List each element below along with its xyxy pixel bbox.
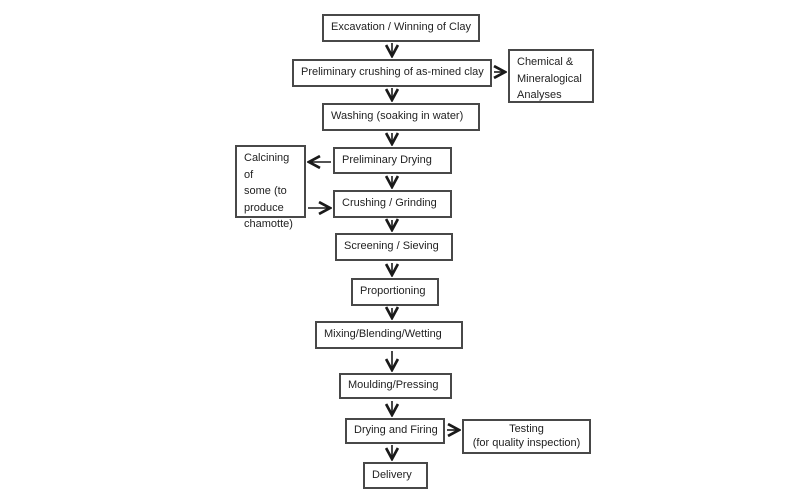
node-delivery: Delivery	[363, 462, 428, 489]
node-mixing: Mixing/Blending/Wetting	[315, 321, 463, 349]
node-drying-firing: Drying and Firing	[345, 418, 445, 444]
node-moulding: Moulding/Pressing	[339, 373, 452, 399]
node-proportioning: Proportioning	[351, 278, 439, 306]
node-preliminary-crushing: Preliminary crushing of as-mined clay	[292, 59, 492, 87]
node-excavation: Excavation / Winning of Clay	[322, 14, 480, 42]
node-testing: Testing (for quality inspection)	[462, 419, 591, 454]
node-calcining: Calcining of some (to produce chamotte)	[235, 145, 306, 230]
node-preliminary-drying: Preliminary Drying	[333, 147, 452, 174]
node-washing: Washing (soaking in water)	[322, 103, 480, 131]
node-crushing-grinding: Crushing / Grinding	[333, 190, 452, 218]
node-chemical-analyses: Chemical & Mineralogical Analyses	[508, 49, 594, 103]
node-screening: Screening / Sieving	[335, 233, 453, 261]
